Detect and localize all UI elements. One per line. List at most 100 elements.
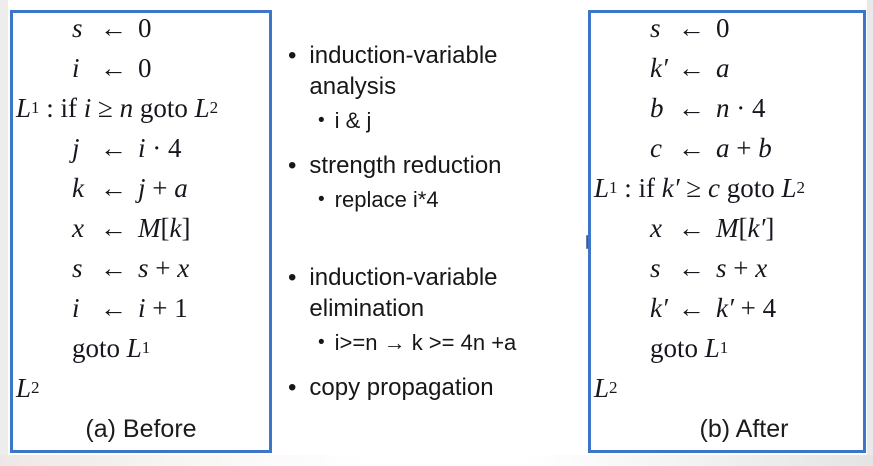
code-line: s←s + x xyxy=(13,248,269,288)
page-edge-bottom xyxy=(0,455,873,466)
code-line: c ← a + b xyxy=(591,128,863,168)
code-segment: ] xyxy=(765,212,775,243)
code-lhs: k′ xyxy=(650,53,676,84)
bullet-text: induction-variable elimination xyxy=(309,264,498,322)
code-segment: · 4 xyxy=(729,92,766,123)
code-segment: k xyxy=(169,212,182,243)
bullet-text: copy propagation xyxy=(309,374,494,401)
code-segment: s xyxy=(138,252,149,283)
bullet-text: replace i*4 xyxy=(334,187,439,212)
code-segment: + xyxy=(729,132,759,163)
code-segment: L xyxy=(594,172,610,203)
code-segment: b xyxy=(758,132,772,163)
code-segment: goto xyxy=(72,332,127,363)
code-segment: 1 xyxy=(141,338,151,357)
code-rhs: M[k′] xyxy=(716,213,774,244)
assign-arrow-icon: ← xyxy=(100,292,127,323)
code-lhs: j xyxy=(72,133,98,164)
code-segment: s xyxy=(650,252,661,283)
bullet-subitem: • i & j xyxy=(318,108,537,134)
bullet-icon: • xyxy=(288,264,297,291)
code-segment: M xyxy=(138,212,161,243)
bullet-icon: • xyxy=(318,110,325,131)
bullet-item: • strength reduction xyxy=(288,150,537,181)
bullet-list-top: • induction-variable analysis • i & j • … xyxy=(288,40,537,229)
code-segment: [ xyxy=(160,212,170,243)
code-lhs: x xyxy=(72,213,98,244)
code-segment: ] xyxy=(181,212,191,243)
code-segment: 0 xyxy=(138,52,152,83)
code-segment: 2 xyxy=(796,178,806,197)
code-segment: x xyxy=(177,252,190,283)
code-lhs: s xyxy=(72,253,98,284)
assign-arrow-icon: ← xyxy=(678,252,705,283)
code-segment: j xyxy=(138,172,146,203)
code-segment: c xyxy=(708,172,720,203)
code-line: s←0 xyxy=(13,8,269,48)
code-segment: i xyxy=(83,92,92,123)
code-segment: i xyxy=(138,292,146,323)
code-lhs: b xyxy=(650,93,676,124)
assign-arrow-icon: ← xyxy=(678,92,705,123)
code-line: x←M[k] xyxy=(13,208,269,248)
code-segment: goto xyxy=(650,332,705,363)
bullet-icon: • xyxy=(318,189,325,210)
code-segment: goto xyxy=(133,92,195,123)
code-segment: + 4 xyxy=(733,292,777,323)
code-segment: 1 xyxy=(719,338,729,357)
code-rhs: 0 xyxy=(138,53,152,84)
code-line: s ← 0 xyxy=(591,8,863,48)
code-segment: x xyxy=(650,212,662,243)
page-edge-left xyxy=(0,0,8,466)
code-segment: c xyxy=(650,132,662,163)
code-rhs: 0 xyxy=(716,13,730,44)
page-edge-right xyxy=(867,0,873,466)
code-segment: ≥ xyxy=(91,92,120,123)
code-lhs: s xyxy=(650,253,676,284)
code-segment: n xyxy=(119,92,134,123)
code-segment: L xyxy=(16,92,32,123)
code-rhs: a + b xyxy=(716,133,772,164)
code-segment: L xyxy=(194,92,210,123)
assign-arrow-icon: ← xyxy=(678,12,705,43)
transform-notes: • induction-variable analysis • i & j • … xyxy=(288,0,852,466)
code-line: j←i · 4 xyxy=(13,128,269,168)
assign-arrow-icon: ← xyxy=(678,132,705,163)
assign-arrow-icon: ← xyxy=(678,52,705,83)
bullet-text: i>=n → k >= 4n +a xyxy=(334,330,517,355)
code-rhs: M[k] xyxy=(138,213,190,244)
code-segment: [ xyxy=(738,212,748,243)
code-segment: k′ xyxy=(716,292,734,323)
code-lhs: i xyxy=(72,293,98,324)
code-segment: : if xyxy=(617,172,662,203)
code-line: i←0 xyxy=(13,48,269,88)
code-segment: L xyxy=(704,332,720,363)
code-segment: M xyxy=(716,212,739,243)
code-lhs: k′ xyxy=(650,293,676,324)
code-rhs: 0 xyxy=(138,13,152,44)
code-rhs: i + 1 xyxy=(138,293,188,324)
code-segment: i xyxy=(72,292,80,323)
bullet-subitem: • replace i*4 xyxy=(318,187,537,213)
code-segment: i xyxy=(72,52,80,83)
assign-arrow-icon: ← xyxy=(100,252,127,283)
before-caption: (a) Before xyxy=(85,415,197,443)
code-segment: a xyxy=(716,52,730,83)
bullet-text: i & j xyxy=(334,108,372,133)
code-segment: 2 xyxy=(609,378,618,397)
bullet-icon: • xyxy=(318,332,325,353)
code-line: x←M[k′] xyxy=(591,208,863,248)
code-segment: i xyxy=(138,132,146,163)
code-segment: 1 xyxy=(609,178,618,197)
bullet-item: • induction-variable elimination xyxy=(288,262,537,324)
code-segment: : if xyxy=(39,92,84,123)
code-segment: s xyxy=(650,12,661,43)
